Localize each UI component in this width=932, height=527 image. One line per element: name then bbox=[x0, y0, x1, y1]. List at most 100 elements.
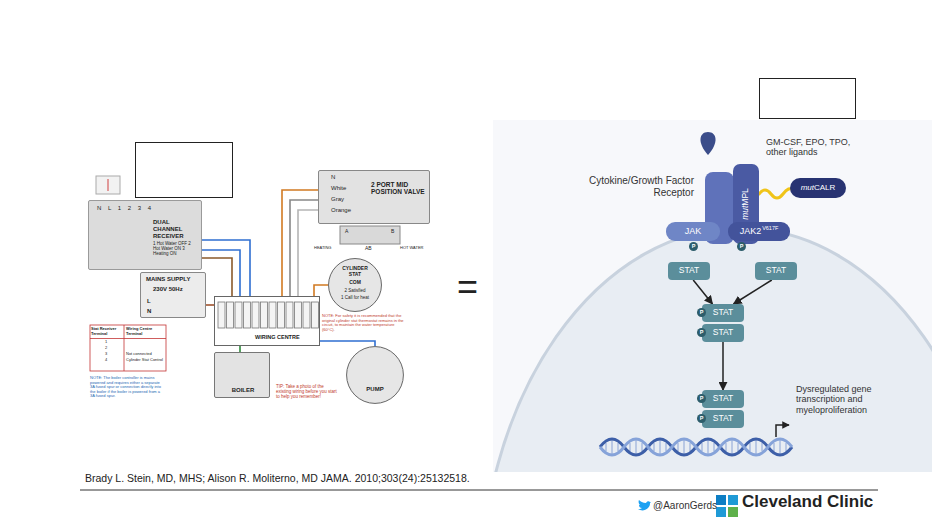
circle-outline bbox=[346, 346, 404, 404]
wires bbox=[200, 190, 318, 296]
label-slot: B bbox=[391, 229, 394, 235]
citation: Brady L. Stein, MD, MHS; Alison R. Molit… bbox=[85, 472, 318, 484]
pathway-arrow bbox=[722, 342, 724, 390]
node-text: STAT bbox=[713, 394, 733, 404]
port-letter: A bbox=[345, 229, 348, 235]
node-text: 2 PORT MID POSITION VALVE bbox=[371, 181, 427, 196]
text-slot: PUMP bbox=[366, 386, 383, 393]
node-text: CALR bbox=[814, 183, 835, 192]
text-slot: N bbox=[147, 308, 151, 315]
calr-tail bbox=[759, 189, 793, 198]
node-text: 1 Hot Water OFF 2 Hot Water ON 3 Heating… bbox=[153, 241, 199, 257]
ligand-label: GM-CSF, EPO, TPO, other ligands bbox=[766, 137, 862, 158]
table-cell: Not connected bbox=[126, 352, 152, 357]
wire bbox=[290, 200, 318, 296]
table-cell: 4 bbox=[105, 358, 107, 363]
port-letter: AB bbox=[365, 246, 372, 252]
node-text: PUMP bbox=[366, 386, 383, 393]
node-text: V617F bbox=[762, 225, 778, 231]
phospho-dot: P bbox=[689, 242, 698, 251]
label-slot: HOT WATER bbox=[400, 246, 423, 251]
calr-protein: mutCALR bbox=[790, 178, 846, 198]
cell-membrane bbox=[493, 228, 932, 472]
receptor-label: Cytokine/Growth Factor Receptor bbox=[546, 175, 694, 198]
node-text: P bbox=[700, 415, 704, 421]
wire bbox=[200, 240, 250, 296]
label-slot: 4 bbox=[105, 358, 107, 363]
label-slot: = bbox=[457, 266, 478, 307]
terminal-block bbox=[218, 302, 319, 328]
text-slot: WIRING CENTRE bbox=[255, 334, 300, 340]
outcome-label: Dysregulated gene transcription and myel… bbox=[796, 384, 916, 415]
wiring-centre: WIRING CENTRE bbox=[214, 296, 320, 346]
dna-strand bbox=[600, 439, 792, 455]
wire bbox=[206, 304, 214, 306]
pathway-arrow bbox=[693, 280, 712, 304]
label-slot: Cylinder Stat Control bbox=[126, 358, 164, 363]
text-slot: 230V 50Hz bbox=[153, 286, 183, 293]
pathway-arrow bbox=[734, 280, 772, 304]
transcription-arrow bbox=[776, 425, 789, 437]
dna-strand bbox=[600, 439, 792, 455]
node-text: 2 Satisfied bbox=[344, 288, 365, 293]
placeholder-box bbox=[760, 79, 856, 119]
twitter-handle: @AaronGerds bbox=[653, 500, 717, 512]
label-slot: JAMA. 2010;303(24):25132518. bbox=[321, 472, 470, 484]
cylinder-stat: CYLINDER STAT COM 2 Satisfied 1 Call for he… bbox=[328, 258, 382, 312]
phospho-dot: P bbox=[697, 308, 706, 317]
node-text: DUAL CHANNEL RECEIVER bbox=[153, 219, 199, 240]
node-text: JAK bbox=[685, 226, 702, 236]
terminal-table bbox=[90, 325, 166, 371]
text-slot: Orange bbox=[331, 207, 351, 214]
wire bbox=[320, 341, 375, 346]
wire bbox=[314, 285, 328, 296]
text-slot: White bbox=[331, 185, 346, 192]
label-slot: Wiring Centre Terminal bbox=[126, 327, 164, 336]
phospho-dot: P bbox=[737, 242, 746, 251]
node-text: JAK2 bbox=[740, 226, 762, 236]
citation: JAMA. 2010;303(24):25132518. bbox=[321, 472, 470, 484]
label-slot: NOTE: The boiler controller is mains pow… bbox=[90, 376, 162, 399]
node-text: N bbox=[147, 308, 151, 315]
label-slot: Brady L. Stein, MD, MHS; Alison R. Molit… bbox=[85, 472, 318, 484]
table-cell: 1 bbox=[105, 340, 107, 345]
label-slot: 2 bbox=[105, 346, 107, 351]
port-letter: B bbox=[391, 229, 394, 235]
node-text: P bbox=[700, 329, 704, 335]
node-text: STAT bbox=[713, 328, 733, 338]
node-text: L bbox=[147, 298, 151, 305]
node-text: mut bbox=[801, 183, 814, 192]
node-text: WIRING CENTRE bbox=[255, 334, 300, 340]
equals-sign: = bbox=[457, 266, 478, 307]
node-text: STAT bbox=[713, 414, 733, 424]
phospho-dot: P bbox=[697, 414, 706, 423]
label-slot: Cleveland Clinic bbox=[742, 492, 873, 512]
node-text: 230V 50Hz bbox=[153, 286, 183, 293]
text-slot: 1 Hot Water OFF 2 Hot Water ON 3 Heating… bbox=[153, 241, 199, 257]
label-slot: TIP: Take a photo of the existing wiring… bbox=[276, 384, 340, 400]
node-text: P bbox=[740, 243, 744, 249]
port-name: HEATING bbox=[314, 246, 331, 251]
text-slot: 1 Call for heat bbox=[341, 295, 369, 300]
clinic-logo bbox=[716, 495, 738, 517]
wire bbox=[202, 250, 240, 296]
text-slot: 2 Satisfied bbox=[344, 288, 365, 293]
node-text: White bbox=[331, 185, 346, 192]
stat-box: STAT bbox=[702, 324, 744, 342]
text-slot: N bbox=[331, 174, 335, 181]
node-text: CYLINDER STAT bbox=[337, 266, 373, 278]
twitter-icon bbox=[638, 500, 651, 510]
note-text: NOTE: For safety it is recommended that … bbox=[322, 314, 404, 332]
stat-box: STAT bbox=[702, 390, 744, 408]
node-text: N bbox=[331, 174, 335, 181]
node-text: 1 Call for heat bbox=[341, 295, 369, 300]
node-text: P bbox=[700, 395, 704, 401]
node-text: COM bbox=[349, 280, 361, 286]
node-text: mut bbox=[741, 206, 751, 220]
stat-box: STAT bbox=[702, 304, 744, 322]
text-slot: N L 1 2 3 4 bbox=[97, 205, 151, 212]
thermostat-icon bbox=[108, 179, 109, 191]
stat-box: STAT bbox=[702, 410, 744, 428]
valve-body bbox=[340, 226, 400, 244]
